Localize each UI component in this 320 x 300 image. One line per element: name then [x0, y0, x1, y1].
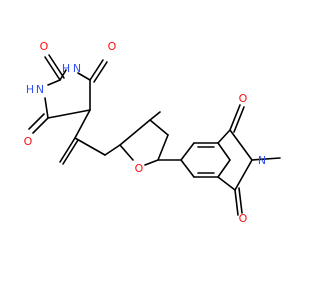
methylidene-bridge [59, 137, 121, 165]
bond [59, 137, 76, 163]
atom-label-oxygen: O [40, 40, 49, 53]
bond [44, 56, 61, 81]
bond [238, 187, 243, 214]
bond [149, 111, 161, 121]
atom-label-oxygen: O [135, 162, 144, 175]
bond [74, 109, 91, 139]
furan-ring [119, 111, 169, 166]
bond [89, 59, 104, 81]
atom-label-hydrogen: H [26, 83, 34, 96]
atom-label-hydrogen: H [62, 62, 70, 75]
atom-label-oxygen: O [108, 40, 117, 53]
bond [229, 129, 253, 161]
atom-label-oxygen: O [239, 92, 248, 105]
bond [44, 97, 49, 119]
bond [93, 61, 108, 83]
bond [144, 159, 159, 166]
bond [217, 176, 236, 191]
atom-label-nitrogen: N [73, 62, 81, 75]
bond [62, 139, 79, 165]
bond [32, 117, 49, 134]
atom-label-oxygen: O [24, 135, 33, 148]
bond [217, 159, 231, 178]
bond [180, 159, 195, 178]
bond [149, 119, 169, 136]
bond [47, 109, 91, 119]
bond [59, 69, 67, 81]
atom-label-nitrogen: N [36, 83, 44, 96]
bond [104, 144, 121, 156]
bond [28, 113, 45, 130]
bond [180, 142, 195, 161]
bond [233, 106, 245, 133]
imide-ring [217, 104, 281, 216]
bond [48, 54, 65, 79]
bond [74, 137, 106, 156]
bond [234, 159, 253, 191]
bond [47, 79, 61, 86]
bond [77, 72, 91, 81]
atom-label-oxygen: O [239, 212, 248, 225]
atom-label-nitrogen: N [258, 154, 266, 167]
bond [217, 142, 231, 161]
molecule-structure-diagram: O H N O H N O O O N O [24, 40, 281, 225]
atom-labels: O H N O H N O O O N O [24, 40, 266, 225]
bond [251, 157, 281, 161]
benzene-ring [157, 142, 231, 178]
bond [119, 144, 134, 161]
pyrimidinetrione-ring [28, 54, 108, 139]
bond [119, 119, 151, 146]
bond [229, 104, 241, 131]
bond [234, 189, 239, 216]
bond [157, 134, 169, 161]
bond [217, 129, 231, 144]
